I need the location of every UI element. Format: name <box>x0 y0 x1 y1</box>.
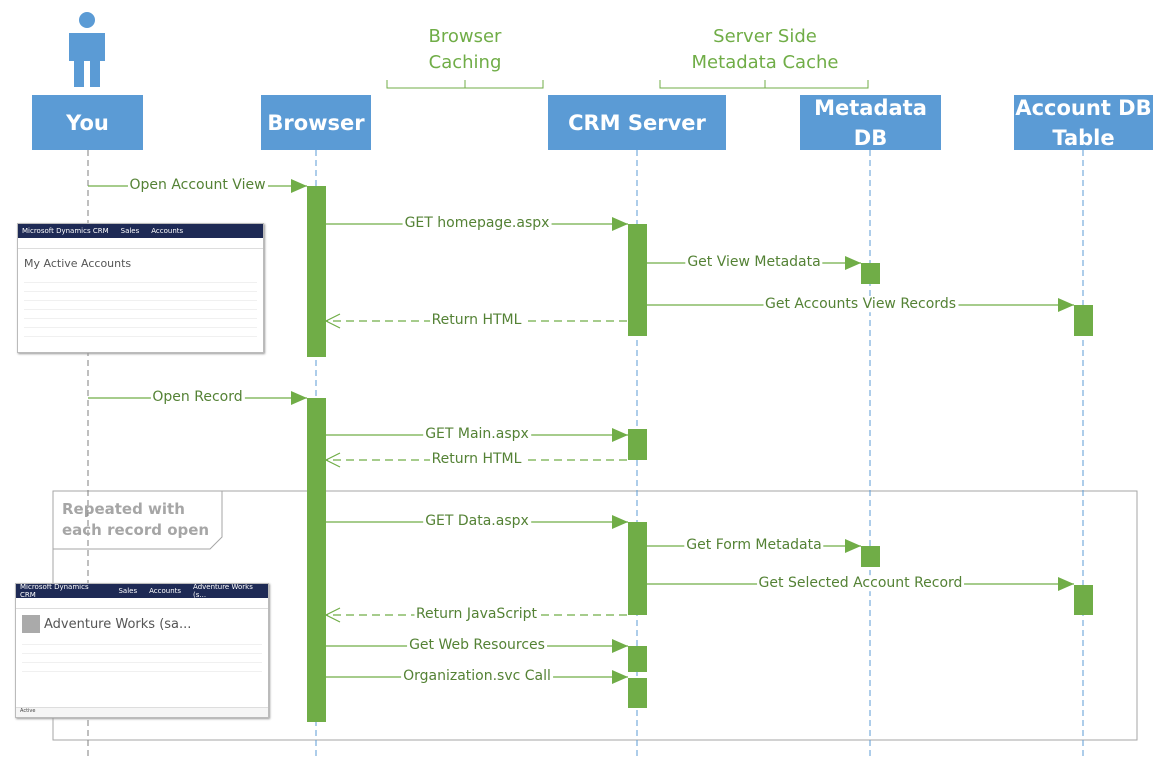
grid-row <box>24 274 257 283</box>
activation-bar <box>861 546 880 567</box>
form-row <box>22 636 262 645</box>
filled-arrowhead <box>612 217 628 231</box>
message-label: GET Main.aspx <box>423 426 531 443</box>
filled-arrowhead <box>612 639 628 653</box>
filled-arrowhead <box>612 670 628 684</box>
message-label: Open Account View <box>127 177 268 194</box>
nav-item: Sales <box>120 227 140 235</box>
accounts-view-screenshot: Microsoft Dynamics CRM Sales Accounts My A… <box>17 223 264 353</box>
message-label: GET Data.aspx <box>423 513 531 530</box>
group-bracket <box>659 80 869 89</box>
message-label: Get Selected Account Record <box>756 575 965 592</box>
grid-row <box>24 283 257 292</box>
nav-item: Accounts <box>151 227 184 235</box>
filled-arrowhead <box>1058 298 1074 312</box>
grid-row <box>24 328 257 337</box>
message-label: Get Form Metadata <box>684 537 824 554</box>
view-title: My Active Accounts <box>24 257 132 270</box>
person-icon-body <box>69 33 105 87</box>
form-row <box>22 654 262 663</box>
grid-row <box>24 292 257 301</box>
grid-row <box>24 319 257 328</box>
activation-bar <box>628 646 647 672</box>
nav-item: Sales <box>118 587 138 595</box>
grid-row <box>24 310 257 319</box>
activation-bar <box>628 224 647 336</box>
message-label: Organization.svc Call <box>401 668 553 685</box>
activation-bar <box>628 429 647 460</box>
message-label: Get View Metadata <box>685 254 823 271</box>
participant-browser: Browser <box>261 95 371 150</box>
participant-you: You <box>32 95 143 150</box>
activation-bar <box>628 678 647 708</box>
record-title: Adventure Works (sa... <box>16 609 268 636</box>
participant-account-db-table: Account DB Table <box>1014 95 1153 150</box>
filled-arrowhead <box>291 391 307 405</box>
form-row <box>22 663 262 672</box>
group-label: Server Side Metadata Cache <box>691 26 839 73</box>
status-bar: Active <box>16 707 268 717</box>
group-label: Browser Caching <box>428 26 502 73</box>
group-bracket <box>386 80 544 89</box>
filled-arrowhead <box>845 539 861 553</box>
loop-note-tab <box>53 491 223 550</box>
app-title: Microsoft Dynamics CRM <box>22 227 109 235</box>
form-row <box>22 645 262 654</box>
filled-arrowhead <box>845 256 861 270</box>
message-label: Return HTML <box>429 312 524 329</box>
message-label: Open Record <box>150 389 245 406</box>
activation-bar <box>307 186 326 357</box>
activation-bar <box>307 398 326 722</box>
message-label: Get Web Resources <box>407 637 547 654</box>
person-icon <box>79 12 95 28</box>
filled-arrowhead <box>612 428 628 442</box>
message-label: Get Accounts View Records <box>762 296 959 313</box>
open-arrowhead <box>324 313 341 329</box>
activation-bar <box>861 263 880 284</box>
toolbar <box>18 238 263 249</box>
nav-item: Adventure Works (s... <box>193 583 253 599</box>
activation-bar <box>1074 585 1093 615</box>
message-label: GET homepage.aspx <box>402 215 552 232</box>
record-title-text: Adventure Works (sa... <box>44 617 192 632</box>
grid-row <box>24 301 257 310</box>
open-arrowhead <box>324 607 341 623</box>
filled-arrowhead <box>1058 577 1074 591</box>
filled-arrowhead <box>612 515 628 529</box>
app-title: Microsoft Dynamics CRM <box>20 583 89 599</box>
toolbar <box>16 598 268 609</box>
message-label: Return HTML <box>429 451 524 468</box>
loop-note: Repeated with each record open <box>62 500 210 539</box>
activation-bar <box>1074 305 1093 336</box>
open-arrowhead <box>324 452 341 468</box>
nav-item: Accounts <box>149 587 182 595</box>
avatar <box>22 615 40 633</box>
activation-bar <box>628 522 647 615</box>
participant-metadata-db: Metadata DB <box>800 95 941 150</box>
filled-arrowhead <box>291 179 307 193</box>
message-label: Return JavaScript <box>413 606 540 623</box>
participant-crm-server: CRM Server <box>548 95 726 150</box>
